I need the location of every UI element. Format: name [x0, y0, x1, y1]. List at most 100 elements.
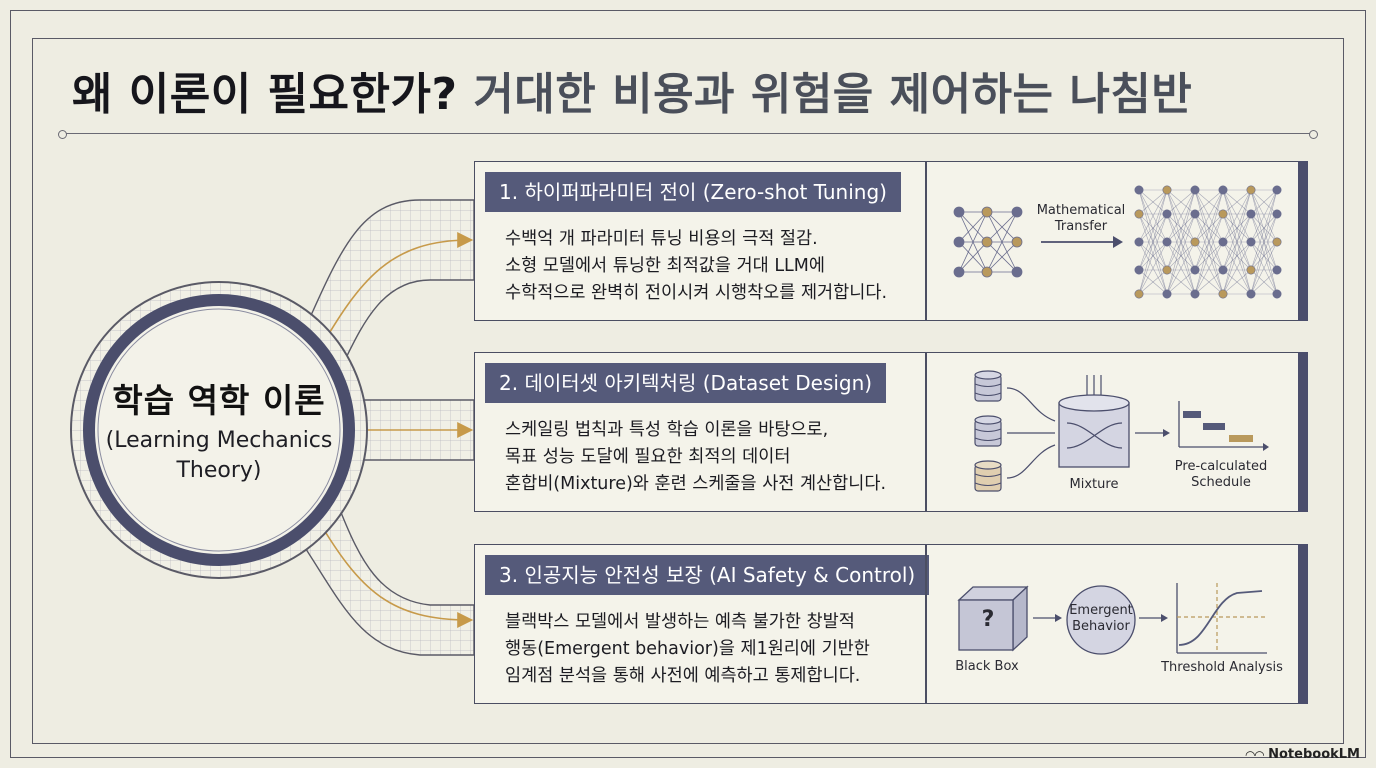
- emergent-label: Emergent Behavior: [1061, 603, 1141, 635]
- network-node: [1162, 265, 1172, 275]
- network-node: [1162, 237, 1172, 247]
- network-node: [1190, 237, 1200, 247]
- network-node: [1218, 265, 1228, 275]
- card-2-accent-bar: [1298, 352, 1308, 512]
- network-node: [1190, 185, 1200, 195]
- connector-arrow-1: [317, 232, 474, 353]
- card-hyperparameter-transfer: 1. 하이퍼파라미터 전이 (Zero-shot Tuning) 수백억 개 파…: [474, 161, 1308, 321]
- card-2-illustration: Mixture Pre-calculated Schedule: [927, 353, 1297, 511]
- card-3-body: 블랙박스 모델에서 발생하는 예측 불가한 창발적 행동(Emergent be…: [505, 609, 915, 690]
- network-node: [1218, 209, 1228, 219]
- card-3-accent-bar: [1298, 544, 1308, 704]
- connector-arrow-3: [317, 519, 474, 628]
- network-node: [1272, 209, 1282, 219]
- inner-frame: [32, 38, 1344, 744]
- emergent-circle-icon: [1066, 585, 1136, 655]
- black-box-label: Black Box: [955, 659, 1019, 674]
- network-node: [1272, 289, 1282, 299]
- network-node: [1246, 209, 1256, 219]
- hub-title: 학습 역학 이론: [112, 381, 326, 420]
- network-node: [1272, 185, 1282, 195]
- connector-band-3: [299, 508, 475, 656]
- card-1-accent-bar: [1298, 161, 1308, 321]
- hub-subtitle: (Learning Mechanics Theory): [105, 428, 333, 483]
- threshold-chart-icon: [1176, 583, 1267, 654]
- card-3-heading: 3. 인공지능 안전성 보장 (AI Safety & Control): [485, 555, 930, 595]
- network-node: [1246, 265, 1256, 275]
- transfer-label-line-2: Transfer: [1054, 219, 1108, 234]
- hub-inner-circle: [97, 308, 341, 552]
- flow-line-3: [1006, 444, 1056, 479]
- schedule-chart-icon: [1178, 401, 1269, 451]
- network-node: [1190, 265, 1200, 275]
- flow-line-1: [1006, 387, 1056, 422]
- network-node: [1218, 289, 1228, 299]
- black-box-icon: [957, 585, 1029, 652]
- card-3-divider: [925, 545, 927, 703]
- mixture-label: Mixture: [1069, 477, 1119, 492]
- card-1-line-2: 소형 모델에서 튜닝한 최적값을 거대 LLM에: [505, 256, 826, 276]
- network-node: [1218, 185, 1228, 195]
- black-box-mark: ?: [981, 607, 995, 632]
- threshold-label: Threshold Analysis: [1161, 660, 1283, 675]
- network-node: [1134, 209, 1144, 219]
- network-node: [1134, 185, 1144, 195]
- network-node: [1246, 289, 1256, 299]
- schedule-label-line-2: Schedule: [1191, 475, 1251, 490]
- notebook-logo-icon: ◠◠: [1245, 747, 1265, 762]
- network-node: [1162, 185, 1172, 195]
- card-1-divider: [925, 162, 927, 320]
- card-2-heading: 2. 데이터셋 아키텍처링 (Dataset Design): [485, 363, 887, 403]
- safety-control-diagram: [957, 583, 1267, 655]
- card-3-line-3: 임계점 분석을 통해 사전에 예측하고 통제합니다.: [505, 666, 861, 686]
- data-mixture-diagram: [974, 370, 1269, 492]
- transfer-label-line-1: Mathematical: [1036, 203, 1126, 218]
- card-1-line-1: 수백억 개 파라미터 튜닝 비용의 극적 절감.: [505, 229, 818, 249]
- outer-frame: [10, 10, 1366, 758]
- card-3-line-1: 블랙박스 모델에서 발생하는 예측 불가한 창발적: [505, 612, 855, 632]
- small-network-icon: [953, 206, 1023, 278]
- database-icon-2: [974, 415, 1002, 447]
- schedule-label-line-1: Pre-calculated: [1174, 459, 1268, 474]
- card-2-line-2: 목표 성능 도달에 필요한 최적의 데이터: [505, 447, 791, 467]
- network-node: [1134, 265, 1144, 275]
- hub: 학습 역학 이론 (Learning Mechanics Theory): [66, 303, 372, 557]
- network-node: [1272, 237, 1282, 247]
- large-network-icon: [1134, 185, 1282, 299]
- network-node: [1218, 237, 1228, 247]
- network-node: [1190, 289, 1200, 299]
- network-transfer-diagram: [953, 185, 1282, 299]
- schedule-label: Pre-calculated Schedule: [1161, 459, 1281, 491]
- title-question: 왜 이론이 필요한가?: [72, 69, 458, 120]
- emergent-label-line-2: Behavior: [1072, 619, 1130, 634]
- card-2-body: 스케일링 법칙과 특성 학습 이론을 바탕으로, 목표 성능 도달에 필요한 최…: [505, 417, 915, 498]
- network-node: [1134, 289, 1144, 299]
- page-title: 왜 이론이 필요한가? 거대한 비용과 위험을 제어하는 나침반: [72, 58, 1192, 120]
- card-2-line-1: 스케일링 법칙과 특성 학습 이론을 바탕으로,: [505, 420, 829, 440]
- brand: ◠◠ NotebookLM: [1246, 747, 1360, 762]
- mixture-cylinder-icon: [1058, 375, 1130, 468]
- network-node: [1162, 209, 1172, 219]
- card-dataset-design: 2. 데이터셋 아키텍처링 (Dataset Design) 스케일링 법칙과 …: [474, 352, 1308, 512]
- card-2-line-3: 혼합비(Mixture)와 훈련 스케줄을 사전 계산합니다.: [505, 474, 887, 494]
- card-1-body: 수백억 개 파라미터 튜닝 비용의 극적 절감. 소형 모델에서 튜닝한 최적값…: [505, 226, 915, 307]
- database-icon-1: [974, 370, 1002, 402]
- network-node: [1272, 265, 1282, 275]
- card-3-illustration: ? Black Box Emergent Behavior Threshold …: [927, 545, 1297, 703]
- card-1-illustration: Mathematical Transfer: [927, 162, 1297, 320]
- card-1-heading: 1. 하이퍼파라미터 전이 (Zero-shot Tuning): [485, 172, 901, 212]
- card-2-divider: [925, 353, 927, 511]
- network-node: [1162, 289, 1172, 299]
- network-node: [1190, 209, 1200, 219]
- title-statement: 거대한 비용과 위험을 제어하는 나침반: [473, 69, 1193, 120]
- transfer-label: Mathematical Transfer: [1021, 203, 1141, 235]
- network-node: [1246, 185, 1256, 195]
- network-node: [1134, 237, 1144, 247]
- database-icon-3: [974, 460, 1002, 492]
- brand-name: NotebookLM: [1268, 747, 1360, 762]
- emergent-label-line-1: Emergent: [1069, 603, 1133, 618]
- card-1-line-3: 수학적으로 완벽히 전이시켜 시행착오를 제거합니다.: [505, 283, 888, 303]
- card-ai-safety: 3. 인공지능 안전성 보장 (AI Safety & Control) 블랙박…: [474, 544, 1308, 704]
- network-node: [1246, 237, 1256, 247]
